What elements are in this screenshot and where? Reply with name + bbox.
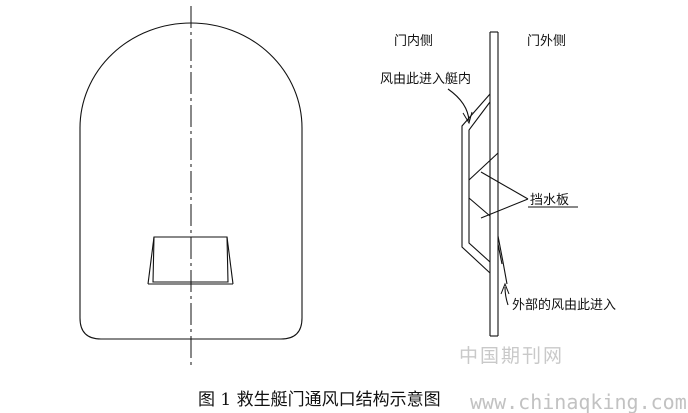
leader-wind-in xyxy=(447,88,470,122)
vent-cross-section xyxy=(447,31,578,337)
leader-baffle-2 xyxy=(480,198,529,219)
watermark-url: www.chinaqking.com xyxy=(470,390,687,413)
label-door-inner-side: 门内侧 xyxy=(394,33,433,49)
label-outside-wind-enters: 外部的风由此进入 xyxy=(512,297,616,313)
arrow-wind-in xyxy=(462,111,473,125)
label-door-outer-side: 门外侧 xyxy=(527,34,566,49)
outer-hood xyxy=(497,235,508,285)
vent-right-lip xyxy=(226,236,234,285)
figure-caption: 图 1 救生艇门通风口结构示意图 xyxy=(198,390,441,410)
vent-left-lip xyxy=(147,236,155,285)
watermark-cn: 中国期刊网 xyxy=(459,345,564,367)
baffle-upper xyxy=(468,152,499,181)
leader-baffle-1 xyxy=(480,171,529,200)
outer-hood-inner xyxy=(497,243,503,265)
arrow-outside-wind xyxy=(500,282,510,295)
vent-body-inner xyxy=(468,101,491,263)
vent-body-outer xyxy=(461,93,491,274)
door-outline xyxy=(79,22,303,340)
label-baffle: 挡水板 xyxy=(530,193,569,208)
leader-outside-wind xyxy=(504,286,509,306)
vent-opening-front xyxy=(152,236,229,283)
door-front-view xyxy=(79,6,303,368)
label-wind-enters-boat: 风由此进入艇内 xyxy=(380,71,471,87)
baffle-lower xyxy=(468,197,491,217)
